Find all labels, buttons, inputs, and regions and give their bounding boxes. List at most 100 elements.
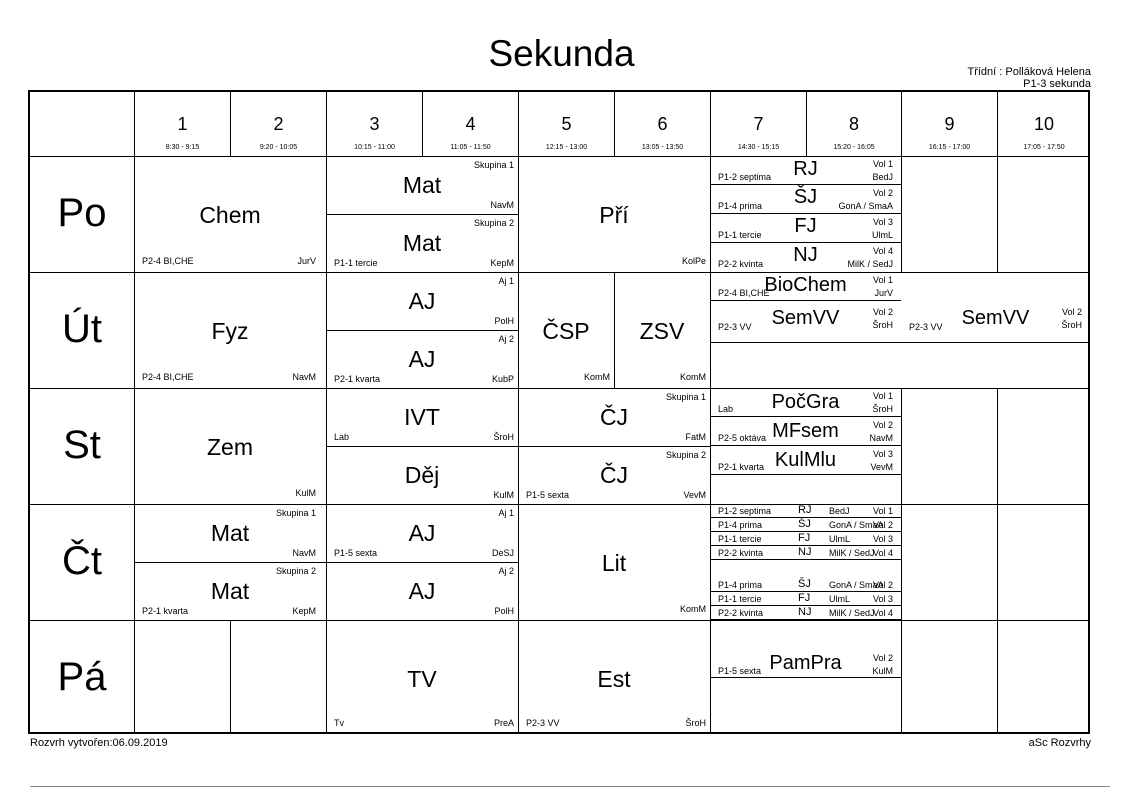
- subject-name: Mat: [402, 172, 442, 198]
- subject-name: ŠJ: [793, 186, 818, 208]
- lesson-card[interactable]: Skupina 1 ČJ FatM: [518, 388, 710, 446]
- period-time: 15:20 - 16:05: [833, 144, 875, 151]
- teacher-label: KomM: [679, 604, 706, 614]
- teacher-label: KulM: [295, 488, 316, 498]
- teacher-label: ŠroH: [872, 320, 893, 330]
- subject-name: MFsem: [772, 420, 839, 442]
- period-time: 9:20 - 10:05: [259, 144, 298, 151]
- lesson-card[interactable]: Chem P2-4 BI,CHE JurV: [134, 156, 326, 272]
- lesson-card[interactable]: Est P2-3 VV ŠroH: [518, 620, 710, 734]
- group-label: Aj 1: [498, 276, 514, 286]
- group-label: P2-4 BI,CHE: [718, 288, 770, 298]
- group-label: P2-2 kvinta: [718, 259, 764, 269]
- lesson-card[interactable]: Lit KomM: [518, 504, 710, 620]
- subject-name: Chem: [199, 202, 261, 228]
- period-time: 12:15 - 13:00: [545, 144, 588, 151]
- lesson-card[interactable]: Skupina 2 Mat P1-1 tercie KepM: [326, 214, 518, 272]
- teacher-label: GonA / SmaA: [838, 201, 893, 211]
- lesson-card[interactable]: PamPra P1-5 sexta Vol 2 KulM: [710, 650, 901, 679]
- teacher-label: KulM: [493, 490, 514, 500]
- teacher-label: ŠroH: [493, 432, 514, 442]
- group-label: Lab: [334, 432, 350, 442]
- lesson-card[interactable]: Skupina 2 ČJ P1-5 sexta VevM: [518, 446, 710, 504]
- lesson-card[interactable]: Fyz P2-4 BI,CHE NavM: [134, 272, 326, 388]
- group-label: P1-5 sexta: [718, 666, 762, 676]
- period-time: 13:05 - 13:50: [641, 144, 684, 151]
- lesson-card[interactable]: FJ P1-1 tercie Vol 3 UlmL: [710, 214, 901, 243]
- lesson-card[interactable]: Děj KulM: [326, 446, 518, 504]
- subject-name: AJ: [408, 346, 436, 372]
- group-label: Aj 2: [498, 334, 514, 344]
- day-label-ct: Čt: [30, 504, 134, 620]
- lesson-card[interactable]: Skupina 1 Mat NavM: [134, 504, 326, 562]
- teacher-label: BedJ: [872, 172, 893, 182]
- group-label: Skupina 2: [473, 218, 514, 228]
- lesson-card[interactable]: MFsem P2-5 oktáva Vol 2 NavM: [710, 417, 901, 446]
- vol-label: Vol 4: [872, 246, 893, 256]
- group-label: P1-1 tercie: [718, 534, 762, 544]
- lesson-card[interactable]: KulMlu P2-1 kvarta Vol 3 VevM: [710, 446, 901, 475]
- lesson-card[interactable]: SemVV P2-3 VV Vol 2 ŠroH: [901, 301, 1090, 342]
- lesson-card[interactable]: SemVV P2-3 VV Vol 2 ŠroH: [710, 301, 901, 342]
- lesson-card[interactable]: Skupina 2 Mat P2-1 kvarta KepM: [134, 562, 326, 620]
- group-label: P2-2 kvinta: [718, 548, 764, 558]
- teacher-label: NavM: [292, 548, 316, 558]
- lesson-card[interactable]: PočGra Lab Vol 1 ŠroH: [710, 388, 901, 417]
- subject-name: NJ: [793, 244, 818, 266]
- teacher-label: KubP: [491, 374, 514, 384]
- lesson-card[interactable]: ZSV KomM: [614, 272, 710, 388]
- vol-label: Vol 2: [872, 653, 893, 663]
- lesson-card[interactable]: Skupina 1 Mat NavM: [326, 156, 518, 214]
- col-divider: [901, 156, 902, 272]
- lesson-card[interactable]: RJ P1-2 septima Vol 1 BedJ: [710, 156, 901, 185]
- vol-label: Vol 3: [872, 594, 893, 604]
- subject-name: SemVV: [771, 307, 840, 329]
- lesson-card[interactable]: ČSP KomM: [518, 272, 614, 388]
- teacher-label: GonA / SmaA: [829, 580, 884, 590]
- lesson-card[interactable]: TV Tv PreA: [326, 620, 518, 734]
- subject-name: ŠJ: [798, 578, 811, 590]
- teacher-label: DeSJ: [491, 548, 514, 558]
- lesson-card[interactable]: Zem KulM: [134, 388, 326, 504]
- lesson-card[interactable]: Aj 2 AJ PolH: [326, 562, 518, 620]
- col-divider: [997, 388, 998, 734]
- lesson-card[interactable]: NJ P2-2 kvinta Vol 4 MilK / SedJ: [710, 243, 901, 272]
- day-label-po: Po: [30, 156, 134, 272]
- teacher-label: BedJ: [829, 506, 850, 516]
- teacher-label: KomM: [679, 372, 706, 382]
- lesson-card[interactable]: IVT Lab ŠroH: [326, 388, 518, 446]
- subject-name: AJ: [408, 288, 436, 314]
- group-label: P2-1 kvarta: [718, 462, 765, 472]
- lesson-card[interactable]: Aj 1 AJ P1-5 sexta DeSJ: [326, 504, 518, 562]
- lesson-card: [710, 620, 901, 650]
- group-label: P1-1 tercie: [718, 594, 762, 604]
- subject-name: ČJ: [599, 462, 629, 488]
- group-label: Tv: [334, 718, 344, 728]
- teacher-label: VevM: [870, 462, 893, 472]
- lesson-card[interactable]: Pří KolPe: [518, 156, 710, 272]
- lesson-card[interactable]: ŠJ P1-4 prima Vol 2 GonA / SmaA: [710, 185, 901, 214]
- group-label: Lab: [718, 404, 734, 414]
- lesson-card[interactable]: Aj 1 AJ PolH: [326, 272, 518, 330]
- period-number: 1: [177, 114, 188, 134]
- lesson-card[interactable]: BioChem P2-4 BI,CHE Vol 1 JurV: [710, 272, 901, 301]
- group-label: P1-2 septima: [718, 506, 772, 516]
- lesson-card[interactable]: Aj 2 AJ P2-1 kvarta KubP: [326, 330, 518, 388]
- vol-label: Vol 2: [872, 580, 893, 590]
- vol-label: Vol 1: [872, 391, 893, 401]
- group-label: P1-5 sexta: [526, 490, 570, 500]
- period-number: 8: [848, 114, 859, 134]
- class-name: P1-3 sekunda: [1023, 78, 1091, 90]
- group-label: P2-4 BI,CHE: [142, 372, 194, 382]
